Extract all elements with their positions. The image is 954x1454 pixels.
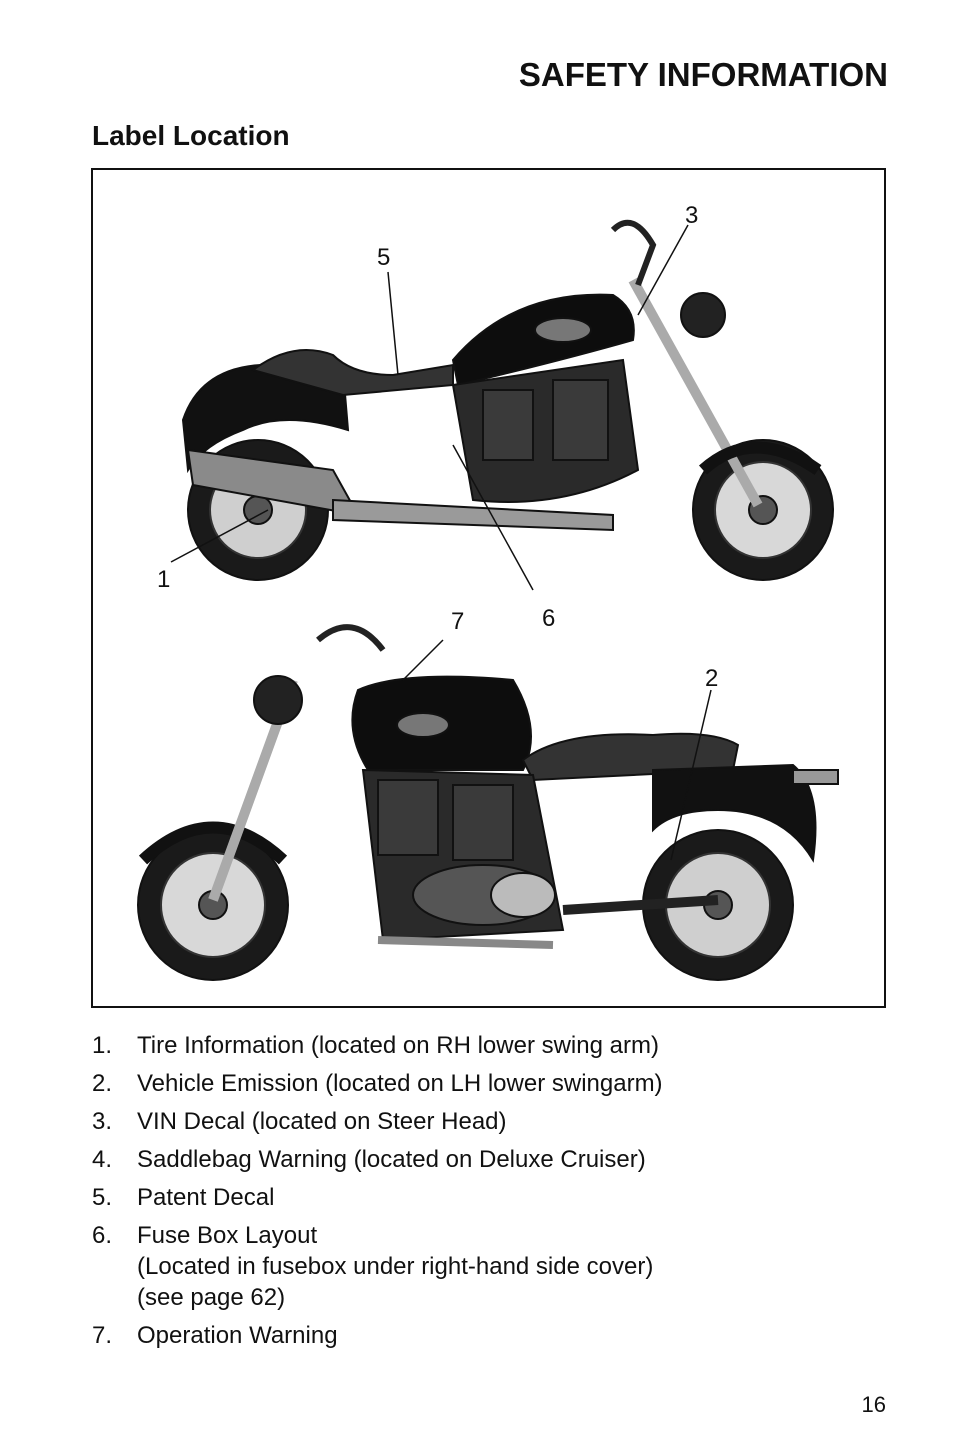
legend-item-text: Saddlebag Warning (located on Deluxe Cru… [137,1146,646,1173]
legend-item-text: VIN Decal (located on Steer Head) [137,1108,507,1135]
legend-item-number: 4. [92,1146,113,1173]
legend-item-number: 2. [92,1070,113,1097]
legend-item-number: 5. [92,1184,113,1211]
page-header-title: SAFETY INFORMATION [518,56,888,93]
callout-3: 3 [685,202,698,229]
legend-item-text: Operation Warning [137,1322,338,1349]
legend-item-subtext: (see page 62) [137,1284,286,1311]
page-number: 16 [861,1392,886,1417]
callout-leader-lines [170,224,712,861]
callout-5: 5 [377,244,390,271]
legend-item: 7. Operation Warning [92,1320,892,1351]
label-legend-list: 1. Tire Information (located on RH lower… [92,1030,892,1358]
motorcycle-illustration: 1 2 3 5 6 7 [137,202,839,981]
legend-item-text: Fuse Box Layout [137,1222,318,1249]
legend-item-number: 6. [92,1222,113,1249]
legend-item: 5. Patent Decal [92,1182,892,1213]
legend-item-number: 3. [92,1108,113,1135]
legend-item: 2. Vehicle Emission (located on LH lower… [92,1068,892,1099]
legend-item-subtext: (Located in fusebox under right‑hand sid… [137,1253,654,1280]
legend-item-text: Vehicle Emission (located on LH lower sw… [137,1070,663,1097]
callout-2: 2 [705,665,718,692]
legend-item: 1. Tire Information (located on RH lower… [92,1030,892,1061]
legend-item-number: 7. [92,1322,113,1349]
callout-1: 1 [157,566,170,593]
legend-item-text: Tire Information (located on RH lower sw… [137,1032,659,1059]
section-title: Label Location [92,120,290,151]
motorcycle-top-image [181,219,834,581]
callout-7: 7 [451,608,464,635]
legend-item: 3. VIN Decal (located on Steer Head) [92,1106,892,1137]
motorcycle-bottom-image [137,624,839,981]
legend-item-number: 1. [92,1032,113,1059]
label-location-figure: 1 2 3 5 6 7 [91,168,886,1008]
legend-item: 6. Fuse Box Layout (Located in fusebox u… [92,1220,892,1313]
legend-item-text: Patent Decal [137,1184,275,1211]
callout-6: 6 [542,605,555,632]
legend-item: 4. Saddlebag Warning (located on Deluxe … [92,1144,892,1175]
